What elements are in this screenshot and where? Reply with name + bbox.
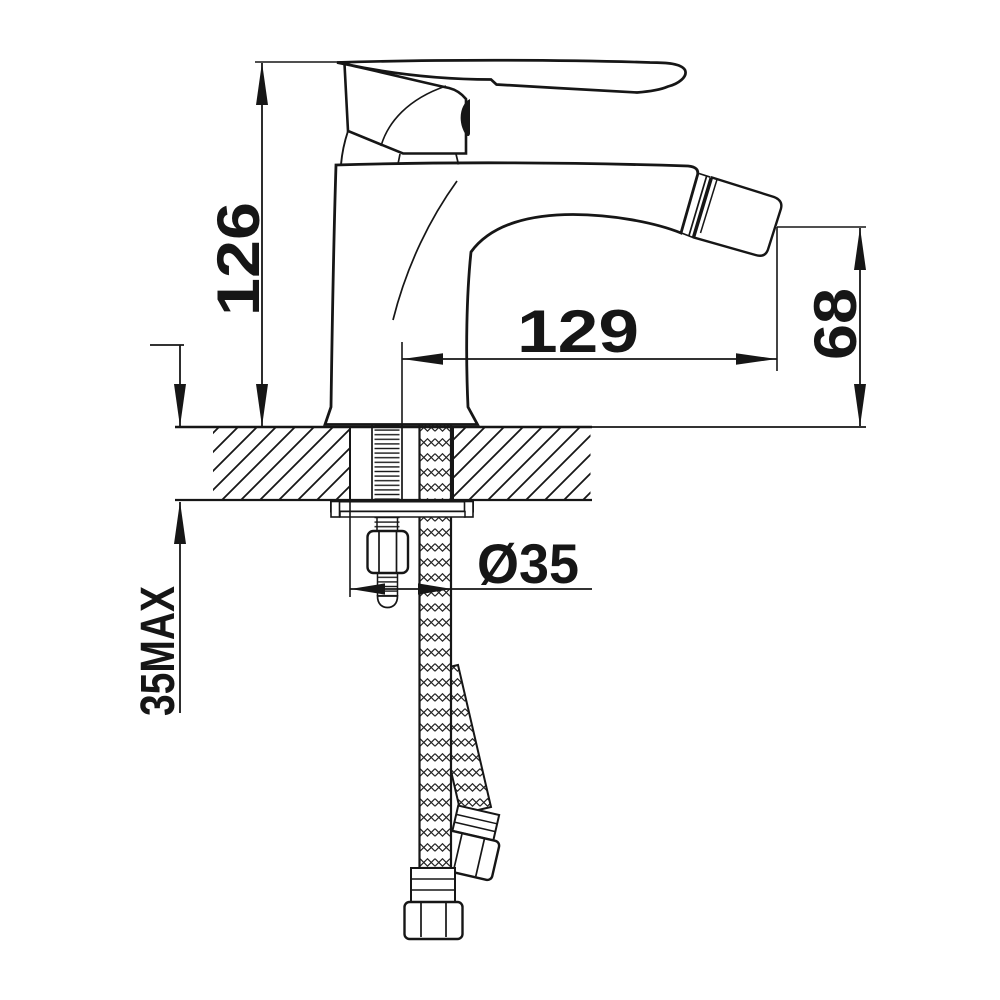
body-accent-curve [392, 180, 458, 321]
hose-diagonal-collar-rings [454, 813, 498, 833]
stud-tip [376, 595, 399, 609]
hose-vertical [418, 422, 453, 870]
hose-diagonal-nut-facets [452, 833, 486, 877]
stud-outline [371, 424, 403, 501]
aerator-cup [692, 175, 783, 257]
dimension-overall-height: 126 [205, 61, 341, 427]
arrow-up-icon [854, 227, 866, 270]
arrow-right-icon [736, 353, 777, 365]
aerator-step-line [699, 179, 718, 234]
deck-hole-edges [349, 427, 454, 499]
faucet-body [323, 161, 700, 426]
dim-label-d35: Ø35 [477, 532, 579, 595]
aerator-ring-caps [681, 172, 711, 239]
aerator [681, 172, 783, 257]
hose-vertical-nut-facets [420, 903, 447, 937]
deck-hatch-left [213, 428, 350, 499]
faucet [323, 58, 783, 426]
handle-accent-curve [380, 85, 447, 147]
dim-label-129: 129 [517, 298, 639, 365]
dimension-outlet-height: 68 [777, 226, 869, 427]
stud-mid-edges [376, 517, 399, 531]
hose-vertical-collar [410, 867, 456, 903]
hose-vertical-collar-rings [411, 878, 455, 891]
deck-cross-section [213, 428, 591, 499]
mounting-nut-facets [378, 532, 398, 572]
dim-label-68: 68 [802, 288, 869, 360]
arrow-down-icon [174, 384, 186, 427]
supply-hoses [403, 422, 501, 941]
washer-lip-right [463, 500, 474, 518]
washer-lip-left [330, 500, 341, 518]
washer-plate [330, 500, 474, 513]
deck-edges [175, 425, 866, 502]
dimension-spout-reach: 129 [401, 227, 778, 427]
dimension-max-thickness: 35MAX [132, 344, 186, 716]
arrow-up-icon [256, 62, 268, 105]
arrow-up-icon [174, 501, 186, 544]
mounting-nut [366, 529, 410, 575]
aerator-rings [688, 176, 712, 237]
body-left-transition [340, 130, 349, 165]
dimension-hole-diameter: Ø35 [349, 501, 592, 597]
arrow-right-icon [418, 583, 452, 595]
hose-vertical-nut [403, 900, 464, 941]
deck-hatch-right [453, 428, 591, 499]
cartridge-neck [397, 153, 460, 165]
arrow-left-icon [402, 353, 443, 365]
dim-label-35max: 35MAX [132, 586, 185, 716]
lever-handle [336, 58, 687, 94]
hose-diagonal-fitting [437, 804, 501, 882]
handle-notch [460, 99, 470, 137]
washer-gasket [339, 510, 466, 518]
dim-label-126: 126 [205, 202, 272, 316]
arrow-down-icon [256, 384, 268, 427]
arrow-down-icon [854, 384, 866, 427]
fixing-hardware [330, 424, 474, 609]
arrow-left-icon [350, 583, 385, 595]
